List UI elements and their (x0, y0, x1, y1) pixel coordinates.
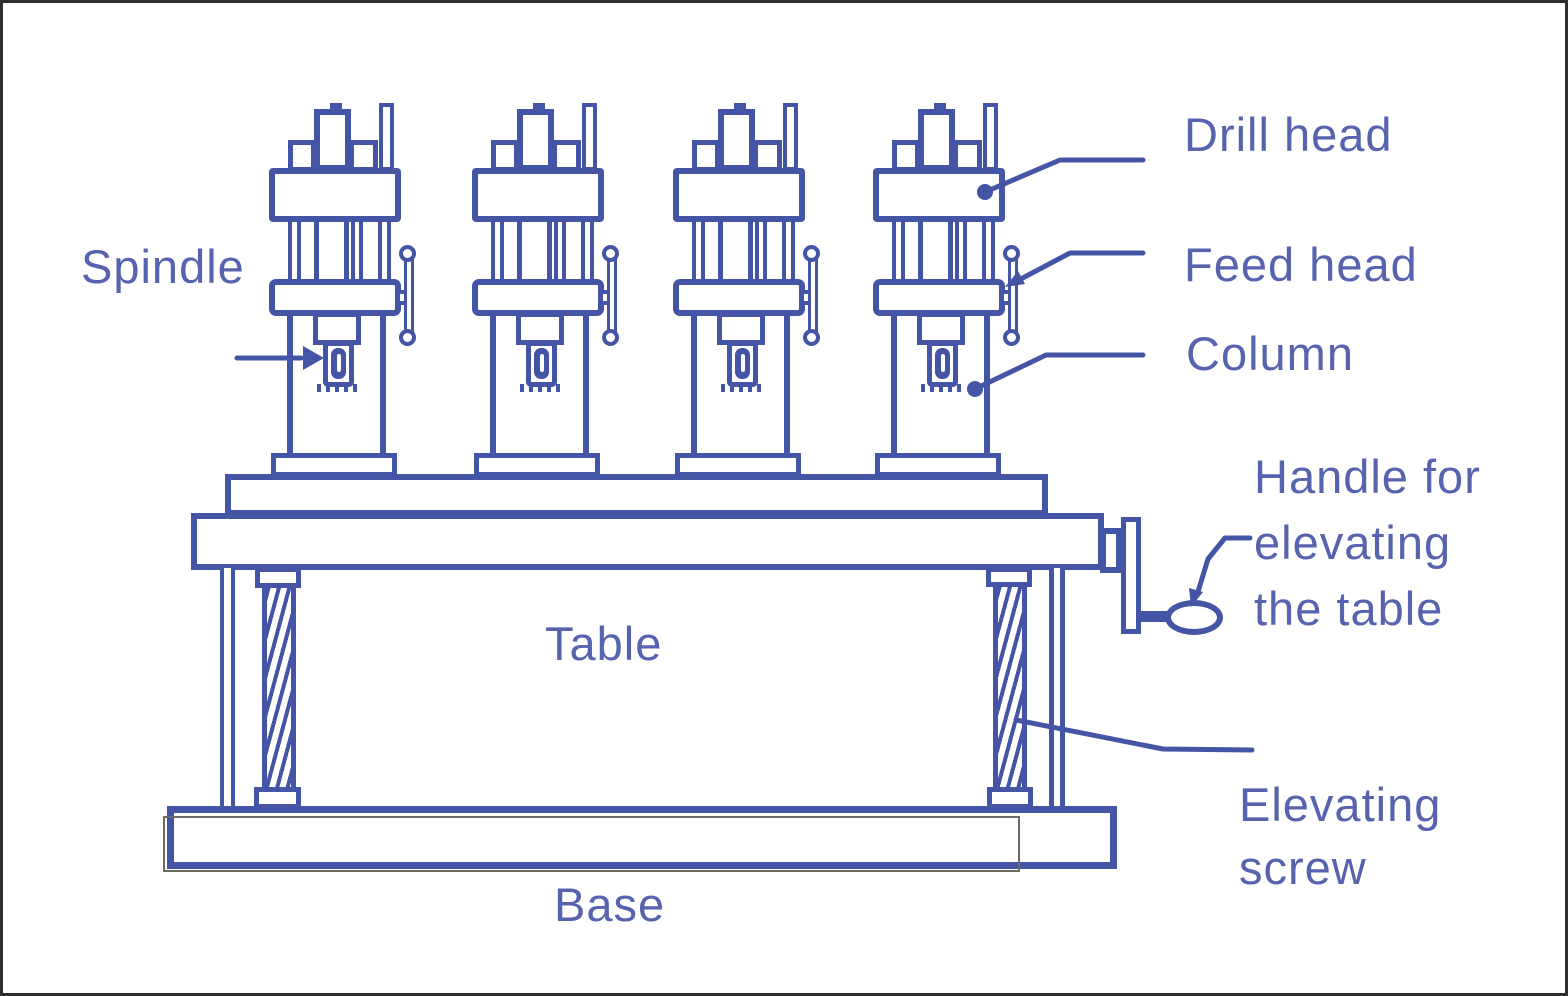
motor-block-center (718, 109, 755, 171)
feed-rod-line (590, 219, 594, 282)
handle-leader (1189, 535, 1253, 607)
label-table: Table (545, 617, 663, 670)
label-elevating-screw: Elevating screw (1239, 773, 1441, 899)
feed-rod-line (581, 219, 585, 282)
feed-head-box (472, 279, 604, 316)
elevating-screw-right-collar (986, 567, 1032, 587)
label-feed-head: Feed head (1184, 238, 1418, 291)
label-line: Handle for (1254, 450, 1481, 503)
feed-head-box (269, 279, 401, 316)
table-upper-slab (225, 474, 1048, 516)
guide-bar-right (955, 219, 967, 282)
feed-rod-line (378, 219, 382, 282)
depth-rod-shape (983, 103, 998, 171)
motor-block-center (918, 109, 955, 171)
spindle-sleeve (718, 219, 753, 282)
feed-handle-knob-top (602, 245, 619, 262)
feed-head-box (873, 279, 1005, 316)
guide-bar-right (351, 219, 363, 282)
drill-head-box (873, 168, 1005, 222)
motor-cap-tab (734, 103, 746, 112)
label-drill-head: Drill head (1184, 108, 1393, 161)
label-line: the table (1254, 582, 1444, 635)
drill-head-box (472, 168, 604, 222)
motor-block-left (892, 140, 920, 172)
drill-bit-highlight (941, 354, 945, 372)
feed-rod-line (982, 219, 986, 282)
handle-shaft-stub (1100, 528, 1122, 573)
feed-handle-knob-bottom (399, 329, 416, 346)
chuck-teeth (317, 384, 360, 392)
spindle-sleeve (517, 219, 552, 282)
depth-rod-shape (783, 103, 798, 171)
feed-head-box (673, 279, 805, 316)
guide-bar-left (892, 219, 905, 282)
drill-bit-highlight (540, 354, 544, 372)
table-support-left (220, 568, 235, 810)
handle-crank-arm (1138, 611, 1172, 622)
table-main-slab (191, 513, 1104, 570)
drill-head-box (269, 168, 401, 222)
feed-handle-lever (607, 254, 617, 339)
motor-block-center (314, 109, 351, 171)
label-spindle: Spindle (81, 240, 245, 293)
quill-shape (917, 312, 965, 345)
handle-crank-plate (1121, 517, 1141, 634)
column-leader (967, 352, 1146, 397)
guide-bar-right (755, 219, 767, 282)
motor-cap-tab (934, 103, 946, 112)
feed-handle-lever (1008, 254, 1018, 339)
elevating-screw-left-collar (255, 567, 301, 588)
feed-handle-knob-bottom (602, 329, 619, 346)
feed-handle-knob-top (399, 245, 416, 262)
guide-bar-left (288, 219, 301, 282)
drill-head-box (673, 168, 805, 222)
drill-bit-highlight (337, 354, 341, 372)
motor-block-center (517, 109, 554, 171)
table-support-right (1049, 568, 1065, 810)
motor-cap-tab (330, 103, 342, 112)
motor-cap-tab (533, 103, 545, 112)
chuck-teeth (721, 384, 764, 392)
feed-handle-lever (404, 254, 414, 339)
chuck-teeth (520, 384, 563, 392)
base-sheet-outline (163, 816, 1020, 872)
motor-block-right (552, 140, 581, 172)
feed-handle-knob-top (803, 245, 820, 262)
label-line: Elevating (1239, 778, 1442, 831)
label-column: Column (1186, 327, 1354, 380)
guide-bar-left (491, 219, 504, 282)
handle-knob (1165, 600, 1223, 635)
guide-bar-right (554, 219, 566, 282)
feed-rod-line (782, 219, 786, 282)
label-line: elevating (1254, 516, 1452, 569)
depth-rod-shape (582, 103, 597, 171)
column-foot-shape (271, 453, 397, 477)
elevating-screw-left (262, 586, 296, 790)
feed-handle-knob-bottom (1003, 329, 1020, 346)
drill-bit-highlight (741, 354, 745, 372)
feed-rod-line (991, 219, 995, 282)
label-base: Base (554, 878, 666, 931)
label-line: screw (1239, 841, 1367, 894)
spindle-sleeve (314, 219, 349, 282)
feed-handle-knob-bottom (803, 329, 820, 346)
feed-rod-line (387, 219, 391, 282)
guide-bar-left (692, 219, 705, 282)
spindle-chuck (526, 341, 557, 387)
feed-head-leader (1005, 250, 1146, 287)
elevating-screw-right (993, 585, 1027, 790)
depth-rod-shape (379, 103, 394, 171)
feed-handle-knob-top (1003, 245, 1020, 262)
label-handle-for-elevating-table: Handle for elevating the table (1254, 444, 1481, 642)
spindle-sleeve (918, 219, 953, 282)
feed-handle-lever (808, 254, 818, 339)
chuck-teeth (921, 384, 964, 392)
feed-rod-line (791, 219, 795, 282)
